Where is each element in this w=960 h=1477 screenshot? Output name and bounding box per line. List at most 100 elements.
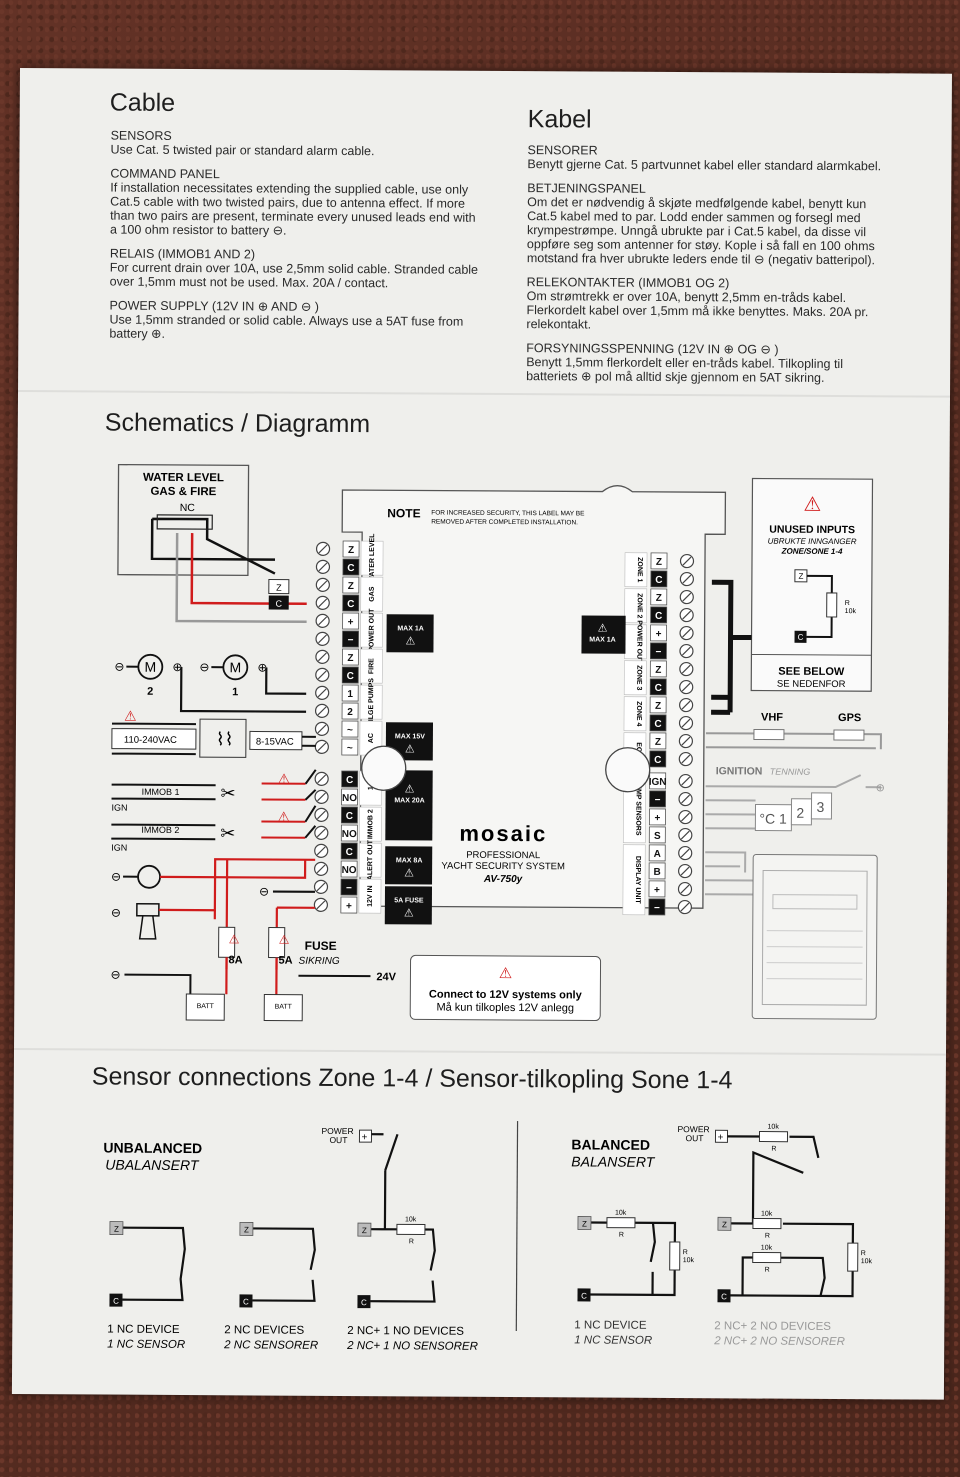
svg-text:+: +: [361, 1132, 367, 1143]
connect-en: Connect to 12V systems only: [429, 989, 583, 1002]
unbal-device-label: 1 NC DEVICE: [107, 1324, 180, 1336]
svg-text:R: R: [409, 1238, 414, 1245]
water-sensor-box: [117, 463, 250, 577]
svg-text:IGN: IGN: [111, 843, 127, 853]
terminal-label: +: [654, 813, 660, 824]
balanced-title-no: BALANSERT: [571, 1153, 656, 1170]
svg-text:M: M: [229, 659, 241, 675]
terminal-group-label: ZONE 4: [635, 701, 642, 726]
paragraph-text: Use Cat. 5 twisted pair or standard alar…: [110, 142, 375, 159]
terminal-label: ~: [347, 743, 353, 754]
ignition-label-no: TENNING: [770, 767, 811, 777]
temp-sensor-1: °C 1: [759, 811, 787, 827]
terminal-label: Z: [656, 593, 662, 604]
svg-text:Z: Z: [798, 572, 803, 581]
paragraph-text: If installation necessitates extending t…: [109, 180, 476, 238]
terminal-label: +: [348, 617, 354, 628]
svg-text:10k: 10k: [845, 608, 857, 615]
svg-text:⚠: ⚠: [279, 933, 290, 947]
terminal-label: B: [653, 867, 660, 878]
terminal-group-label: GAS: [369, 586, 376, 602]
bal-device-label: 2 NC+ 2 NO DEVICES: [714, 1320, 831, 1333]
svg-text:⊕: ⊕: [257, 660, 267, 674]
svg-text:Z: Z: [362, 1226, 367, 1235]
svg-text:⚠: ⚠: [406, 635, 416, 647]
svg-text:⊕: ⊕: [876, 782, 885, 794]
terminal-label: 1: [347, 689, 353, 700]
terminal-group-label: POWER OUT: [368, 608, 375, 652]
svg-text:⊖: ⊖: [199, 660, 209, 674]
wiring-diagram: WATER LEVEL GAS & FIRE NC Z C NOTE FOR I…: [110, 463, 885, 1022]
terminal-label: ~: [347, 725, 353, 736]
immob-1: IMMOB 1 IGN ✂: [111, 783, 235, 812]
svg-text:⊖: ⊖: [111, 906, 121, 920]
terminal-label: C: [347, 563, 354, 574]
note-text-2: REMOVED AFTER COMPLETED INSTALLATION.: [431, 519, 578, 527]
svg-text:M: M: [144, 659, 156, 675]
kabel-title: Kabel: [527, 105, 592, 134]
unbal-device-label: 2 NC DEVICES: [224, 1324, 304, 1336]
motor-1: ⊖ M 1 ⊕: [199, 654, 267, 698]
paper-fold: [18, 389, 951, 398]
svg-text:⚠: ⚠: [229, 932, 240, 946]
terminal-label: +: [656, 629, 662, 640]
terminal-label: −: [655, 795, 661, 806]
terminal-label: −: [346, 883, 352, 894]
svg-text:⚠: ⚠: [124, 708, 137, 724]
schematics-title: Schematics / Diagramm: [104, 408, 371, 439]
paragraph-text: For current drain over 10A, use 2,5mm so…: [109, 260, 479, 291]
immob-2: IMMOB 2 IGN ✂: [111, 823, 235, 853]
svg-text:⚠: ⚠: [404, 867, 414, 879]
fuse-label-no: SIKRING: [299, 956, 340, 967]
max-rating-label: MAX 20A: [394, 797, 424, 804]
terminal-group-label: ALERT OUT: [367, 839, 374, 880]
water-box-nc: NC: [180, 502, 196, 514]
svg-text:2: 2: [147, 686, 153, 698]
svg-text:R: R: [765, 1267, 770, 1274]
unbalanced-title: UNBALANCED: [103, 1140, 202, 1157]
brand-model: AV-750y: [483, 874, 523, 885]
fuse-8a: 8A: [229, 954, 243, 966]
max-rating-label: MAX 1A: [397, 625, 423, 632]
svg-text:⊖: ⊖: [114, 660, 124, 674]
svg-text:1: 1: [232, 686, 238, 698]
terminal-group-label: 12V IN: [367, 885, 374, 906]
sensor-title: Sensor connections Zone 1-4 / Sensor-til…: [91, 1062, 733, 1095]
fuse-label: FUSE: [305, 939, 337, 953]
svg-text:⌇⌇: ⌇⌇: [216, 729, 234, 749]
temp-sensor-2: 2: [796, 805, 804, 821]
svg-text:Z: Z: [582, 1219, 587, 1228]
svg-text:✂: ✂: [220, 823, 235, 843]
brand-sub-2: YACHT SECURITY SYSTEM: [441, 861, 565, 873]
battery-1: BATT: [197, 1003, 215, 1010]
terminal-label: C: [655, 611, 662, 622]
water-box-line1: WATER LEVEL: [143, 472, 224, 484]
terminal-group-label: ZONE 3: [635, 665, 642, 690]
svg-text:POWER: POWER: [678, 1124, 710, 1134]
svg-text:⊖: ⊖: [111, 870, 121, 884]
terminal-label: +: [346, 901, 352, 912]
unbal-device-label-no: 2 NC+ 1 NO SENSORER: [346, 1340, 478, 1353]
svg-text:Z: Z: [722, 1220, 727, 1229]
terminal-group-label: BILGE PUMPS: [368, 678, 375, 727]
svg-text:C: C: [113, 1297, 119, 1306]
terminal-group-label: AC: [368, 733, 375, 743]
terminal-label: C: [346, 775, 353, 786]
svg-text:+: +: [717, 1132, 723, 1143]
terminal-label: S: [654, 831, 661, 842]
terminal-label: −: [348, 635, 354, 646]
svg-text:C: C: [243, 1297, 249, 1306]
svg-text:OUT: OUT: [685, 1133, 703, 1143]
terminal-label: C: [655, 575, 662, 586]
svg-text:10k: 10k: [861, 1258, 873, 1265]
svg-text:R: R: [619, 1232, 624, 1239]
terminal-label: Z: [655, 737, 661, 748]
terminal-label: −: [655, 647, 661, 658]
terminal-group-label: ZONE 1: [636, 557, 643, 582]
max-rating-label: MAX 8A: [396, 857, 422, 864]
terminal-group-label: 1: [368, 786, 375, 790]
terminal-label: IGN: [649, 777, 667, 788]
